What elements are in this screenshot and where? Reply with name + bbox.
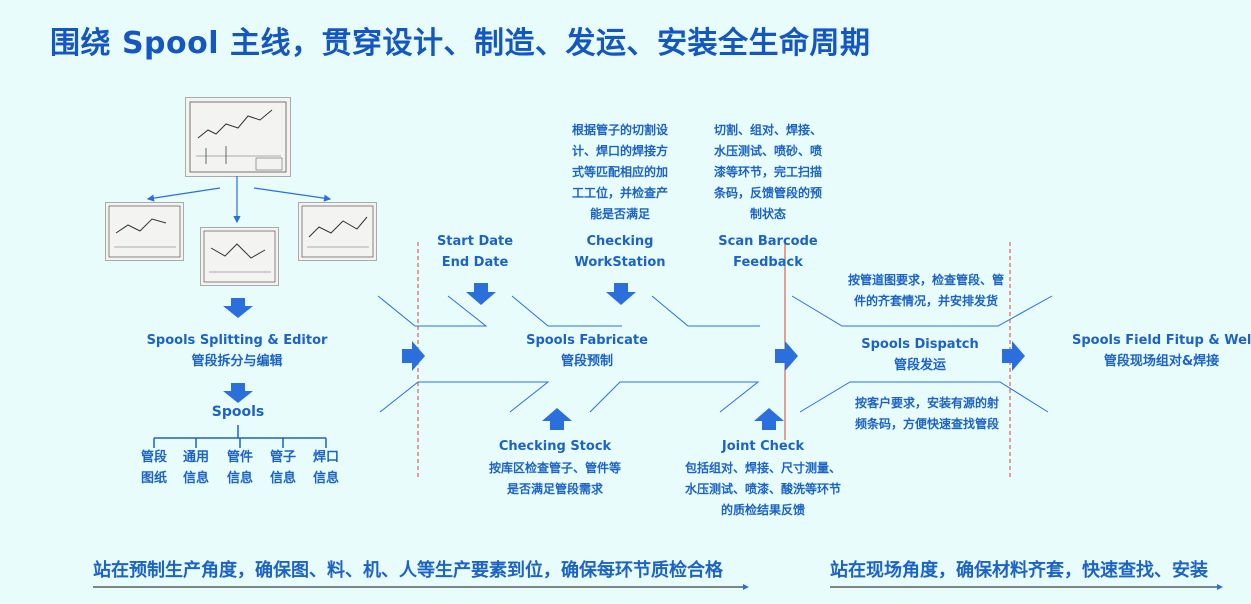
arrow-right-icon — [402, 341, 425, 371]
arrow-right-icon — [775, 341, 798, 371]
workstation-description: 根据管子的切割设 计、焊口的焊接方 式等匹配相应的加 工工位，并检查产 能是否满… — [556, 120, 684, 225]
desc-line: 漆等环节，完工扫描 — [713, 165, 822, 179]
desc-line: 按管道图要求，检查管段、管 — [847, 273, 1004, 287]
barcode-label-line1: Scan Barcode — [718, 234, 818, 249]
stage-dispatch-en: Spools Dispatch — [861, 337, 979, 352]
bottom-left-statement: 站在预制生产角度，确保图、料、机、人等生产要素到位，确保每环节质检合格 — [93, 560, 723, 581]
drawing-sketch-icon — [301, 205, 374, 258]
spools-item-line2: 信息 — [226, 471, 253, 486]
desc-line: 是否满足管段需求 — [506, 482, 603, 496]
spools-item-line1: 焊口 — [312, 450, 339, 465]
spools-item-line1: 管子 — [269, 450, 296, 465]
input-barcode: Scan Barcode Feedback — [712, 231, 824, 273]
desc-line: 包括组对、焊接、尺寸测量、 — [684, 461, 841, 475]
spools-item-line2: 图纸 — [140, 471, 167, 486]
desc-line: 制状态 — [749, 207, 786, 221]
arrow-down-icon — [223, 298, 253, 318]
spools-item-line1: 管段 — [140, 450, 167, 465]
joint-label: Joint Check — [721, 439, 805, 454]
arrow-up-icon — [754, 408, 784, 430]
input-joint: Joint Check — [708, 436, 818, 457]
spools-item-pipes: 管子 信息 — [263, 447, 303, 489]
arrow-down-icon — [223, 383, 253, 403]
stock-label: Checking Stock — [498, 439, 612, 454]
spools-item-line2: 信息 — [182, 471, 209, 486]
stage-field-en: Spools Field Fitup & Welding — [1072, 333, 1251, 348]
end-date-label: End Date — [441, 255, 509, 270]
stage-dispatch-zh: 管段发运 — [893, 358, 946, 373]
stock-description: 按库区检查管子、管件等 是否满足管段需求 — [472, 458, 638, 500]
spools-item-line1: 通用 — [182, 450, 209, 465]
stage-fabricate-en: Spools Fabricate — [526, 333, 648, 348]
desc-line: 式等匹配相应的加 — [571, 165, 668, 179]
spools-item-line2: 信息 — [269, 471, 296, 486]
spools-item-welds: 焊口 信息 — [306, 447, 346, 489]
desc-line: 频条码，方便快速查找管段 — [854, 417, 999, 431]
stage-fabricate: Spools Fabricate 管段预制 — [520, 330, 654, 372]
desc-line: 工工位，并检查产 — [571, 186, 668, 200]
desc-line: 计、焊口的焊接方 — [571, 144, 668, 158]
spools-item-general: 通用 信息 — [176, 447, 216, 489]
drawing-sketch-icon — [203, 230, 276, 283]
arrow-up-icon — [542, 408, 572, 430]
drawing-thumbnail-left — [105, 202, 184, 261]
input-stock: Checking Stock — [490, 436, 620, 457]
drawing-thumbnail-right — [298, 202, 377, 261]
desc-line: 切割、组对、焊接、 — [713, 123, 822, 137]
spools-label: Spools — [211, 404, 265, 420]
desc-line: 能是否满足 — [589, 207, 650, 221]
stage-editor-en: Spools Splitting & Editor — [146, 333, 328, 348]
joint-description: 包括组对、焊接、尺寸测量、 水压测试、喷漆、酸洗等环节 的质检结果反馈 — [670, 458, 856, 521]
barcode-description: 切割、组对、焊接、 水压测试、喷砂、喷 漆等环节，完工扫描 条码，反馈管段的预 … — [702, 120, 834, 225]
input-dates: Start Date End Date — [430, 231, 520, 273]
drawing-thumbnail-center — [200, 227, 279, 286]
stage-field: Spools Field Fitup & Welding 管段现场组对&焊接 — [1072, 330, 1251, 372]
workstation-label-line2: WorkStation — [574, 255, 666, 270]
desc-line: 按库区检查管子、管件等 — [488, 461, 621, 475]
drawing-sketch-icon — [189, 101, 287, 173]
stage-editor: Spools Splitting & Editor 管段拆分与编辑 — [130, 330, 344, 372]
arrow-right-icon — [1002, 341, 1025, 371]
desc-line: 水压测试、喷砂、喷 — [713, 144, 822, 158]
workstation-label-line1: Checking — [586, 234, 654, 249]
desc-line: 条码，反馈管段的预 — [713, 186, 822, 200]
input-workstation: Checking WorkStation — [566, 231, 674, 273]
spools-item-drawing: 管段 图纸 — [134, 447, 174, 489]
spools-item-line1: 管件 — [226, 450, 253, 465]
desc-line: 水压测试、喷漆、酸洗等环节 — [684, 482, 841, 496]
stage-dispatch: Spools Dispatch 管段发运 — [855, 334, 985, 376]
start-date-label: Start Date — [436, 234, 514, 249]
page-title: 围绕 Spool 主线，贯穿设计、制造、发运、安装全生命周期 — [50, 26, 871, 61]
arrow-down-icon — [606, 283, 636, 305]
dispatch-bottom-description: 按客户要求，安装有源的射 频条码，方便快速查找管段 — [842, 393, 1012, 435]
desc-line: 件的齐套情况，并安排发货 — [853, 294, 998, 308]
drawing-thumbnail-main — [185, 97, 291, 177]
desc-line: 按客户要求，安装有源的射 — [854, 396, 999, 410]
desc-line: 根据管子的切割设 — [571, 123, 668, 137]
barcode-label-line2: Feedback — [733, 255, 803, 270]
arrow-down-icon — [466, 283, 496, 305]
bottom-right-statement: 站在现场角度，确保材料齐套，快速查找、安装 — [830, 560, 1208, 581]
spools-item-fittings: 管件 信息 — [220, 447, 260, 489]
desc-line: 的质检结果反馈 — [720, 503, 805, 517]
drawing-sketch-icon — [108, 205, 181, 258]
stage-editor-zh: 管段拆分与编辑 — [191, 354, 283, 369]
stage-fabricate-zh: 管段预制 — [560, 354, 613, 369]
dispatch-top-description: 按管道图要求，检查管段、管 件的齐套情况，并安排发货 — [836, 270, 1016, 312]
spools-item-line2: 信息 — [312, 471, 339, 486]
stage-field-zh: 管段现场组对&焊接 — [1103, 354, 1220, 369]
